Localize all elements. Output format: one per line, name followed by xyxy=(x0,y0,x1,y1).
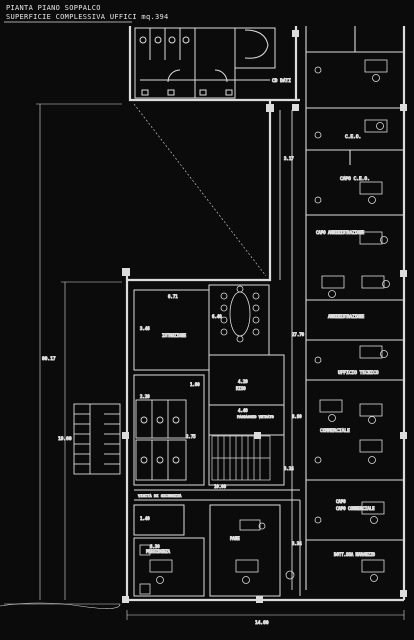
central-staircase xyxy=(211,435,271,481)
dimension-lines xyxy=(4,103,405,620)
room-label-istruzione: ISTRUZIONE xyxy=(162,333,187,338)
column xyxy=(266,104,274,112)
room-label-presidenza: PRESIDENZA xyxy=(146,549,171,554)
dimension-area-j: 1.40 xyxy=(140,516,150,521)
dimension-area-d: 1.00 xyxy=(190,382,200,387)
dimension-bottom: 14.60 xyxy=(255,620,269,626)
room-label-visita: VISITA DI SICUREZZA xyxy=(138,493,182,498)
void-area xyxy=(133,103,267,277)
dimension-corridor-c: 3.24 xyxy=(284,466,294,471)
room-label-capo-commerciale-1: CAPO xyxy=(336,499,346,504)
dimension-area-b: 3.46 xyxy=(140,326,150,331)
dimension-area-e: 4.20 xyxy=(238,379,248,384)
dimension-area-h: 2.20 xyxy=(140,394,150,399)
room-label-dott: DOTT.SSA MARANZZO xyxy=(334,552,376,557)
room-label-riso: RISO xyxy=(236,386,246,391)
dimension-area-i: 6.30 xyxy=(150,544,160,549)
room-label-cd-dati: CD DATI xyxy=(272,78,291,84)
top-toilets xyxy=(134,27,276,99)
corridor xyxy=(279,110,293,590)
bottom-zone xyxy=(133,500,301,597)
columns xyxy=(122,30,407,603)
dimension-area-a: 6.71 xyxy=(168,294,178,299)
east-offices xyxy=(305,26,404,590)
ground-line xyxy=(0,602,121,609)
room-label-capo-commerciale: CAPO COMMERCIALE xyxy=(336,506,375,511)
dimension-corridor-d: 3.34 xyxy=(292,541,302,546)
dimension-area-c: 6.40 xyxy=(212,314,222,319)
dimension-vertical-mid: 19.00 xyxy=(58,436,72,442)
west-toilets xyxy=(135,399,187,481)
plan-title: PIANTA PIANO SOPPALCO xyxy=(6,4,101,12)
dimension-corridor-e: 8.90 xyxy=(292,414,302,419)
plan-subtitle: SUPERFICIE COMPLESSIVA UFFICI mq.394 xyxy=(6,13,169,21)
dimension-area-g: 10.00 xyxy=(214,484,227,489)
dimension-area-f: 4.40 xyxy=(238,408,248,413)
external-staircase xyxy=(73,403,121,475)
bottom-furniture xyxy=(139,519,295,595)
room-label-ufficio-tecnico: UFFICIO TECNICO xyxy=(338,370,379,376)
room-label-commerciale: COMMERCIALE xyxy=(320,428,350,434)
dimension-vertical-left: 80.17 xyxy=(42,356,56,362)
dimension-area-k: 2.75 xyxy=(186,434,196,439)
room-label-capo-amministrazione: CAPO AMMINISTRAZIONE xyxy=(316,230,365,235)
dimension-corridor-b: 27.70 xyxy=(292,332,305,337)
room-label-capo-ceo: CAPO C.E.O. xyxy=(340,176,370,182)
room-label-passaggio: PASSAGGIO VETRATO xyxy=(237,415,274,419)
dimension-corridor-a: 3.17 xyxy=(284,156,294,161)
room-label-ceo: C.E.O. xyxy=(345,134,361,140)
column xyxy=(122,268,130,276)
middle-zone xyxy=(133,284,300,501)
room-label-amministrazione: AMMINISTRAZIONE xyxy=(328,314,365,319)
east-furniture xyxy=(314,59,390,582)
room-label-pane: PANE xyxy=(230,536,240,541)
meeting-table xyxy=(220,285,260,343)
